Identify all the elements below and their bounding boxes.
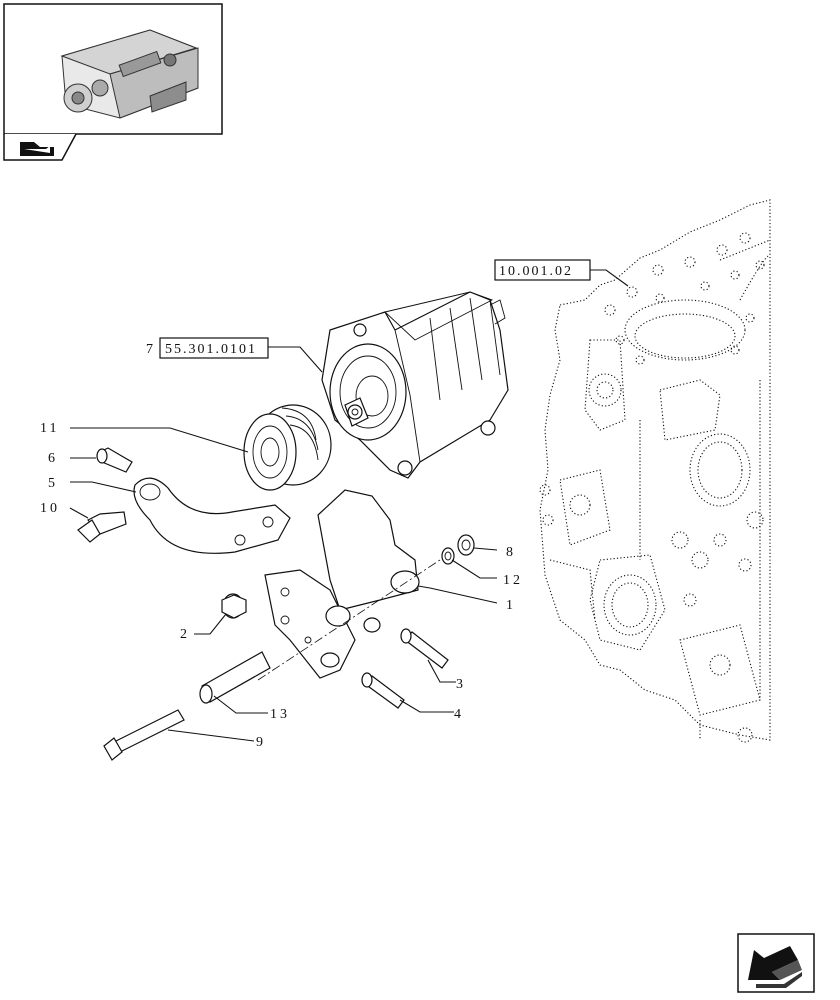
engine-block [539, 199, 771, 743]
mounting-bracket[interactable] [264, 489, 420, 679]
callout-11: 11 [40, 421, 59, 436]
engine-thumbnail-icon[interactable] [3, 3, 223, 135]
callout-5: 5 [48, 476, 58, 491]
tensioner-arm[interactable] [133, 477, 291, 554]
bolt-4[interactable] [361, 672, 405, 709]
callout-10: 10 [40, 501, 60, 516]
engine-block-reference-box[interactable]: 10.001.02 [494, 259, 591, 281]
long-bolt-9[interactable] [103, 709, 185, 761]
sleeve-13[interactable] [199, 651, 271, 704]
callout-2: 2 [180, 627, 190, 642]
callout-6: 6 [48, 451, 58, 466]
washer-12[interactable] [441, 547, 455, 565]
bolt-6[interactable] [96, 447, 133, 473]
next-page-arrow-icon[interactable] [737, 933, 815, 993]
assembly-axis [257, 559, 441, 681]
callout-9: 9 [256, 735, 266, 750]
svg-text:10.001.02: 10.001.02 [499, 264, 573, 279]
callout-12: 12 [503, 573, 523, 588]
pulley[interactable] [243, 404, 332, 491]
svg-text:55.301.0101: 55.301.0101 [165, 342, 257, 357]
leader-lines [69, 269, 629, 742]
callout-4: 4 [454, 707, 464, 722]
bolt-10[interactable] [77, 511, 127, 543]
callout-1: 1 [506, 598, 516, 613]
washer-8[interactable] [457, 534, 475, 556]
callout-8: 8 [506, 545, 516, 560]
callout-13: 13 [270, 707, 290, 722]
bolt-3[interactable] [400, 628, 449, 669]
callout-3: 3 [456, 677, 466, 692]
folder-arrow-icon[interactable] [3, 133, 77, 161]
alternator[interactable] [321, 291, 509, 479]
spacer-2[interactable] [221, 593, 247, 619]
callout-7: 7 [146, 342, 156, 357]
alternator-reference-box[interactable]: 55.301.0101 [159, 337, 269, 359]
